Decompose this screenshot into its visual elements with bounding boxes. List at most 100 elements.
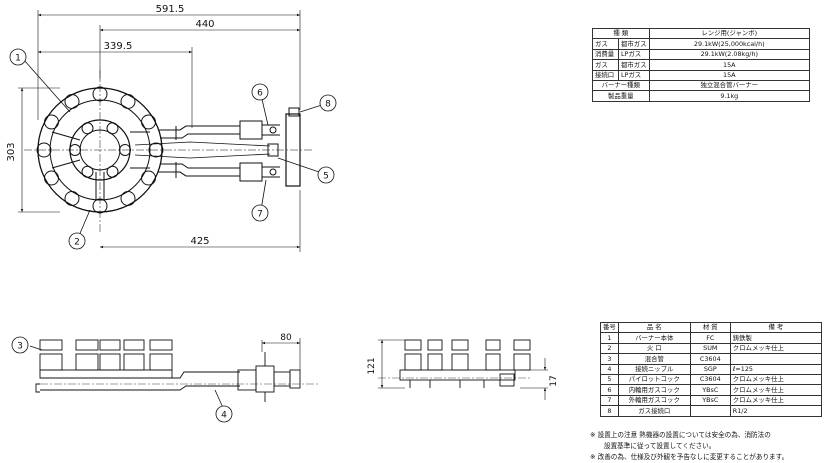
spec-row-type: 種 類 レンジ用(ジャンボ)	[592, 27, 811, 40]
spec-value: 29.1kW(2.08kg/h)	[648, 48, 811, 61]
callout-1: 1	[15, 54, 21, 64]
callout-2: 2	[74, 238, 80, 248]
part-remarks: クロムメッキ仕上	[729, 394, 823, 407]
spec-weight-label: 製品重量	[592, 90, 650, 102]
part-name: バーナー本体	[617, 332, 691, 344]
callout-4: 4	[221, 411, 227, 421]
spec-group: 接続口	[592, 69, 619, 81]
spec-type-label: 種 類	[592, 27, 650, 40]
dimension-121: 121	[367, 357, 377, 374]
part-no: 7	[600, 394, 619, 407]
part-no: 2	[600, 342, 619, 355]
spec-group: ガス	[592, 38, 619, 50]
callout-5: 5	[323, 172, 329, 182]
dimension-80: 80	[280, 333, 292, 343]
note-line: ※ 設置上の注意 熱機器の設置については安全の為、消防法の	[590, 431, 771, 439]
spec-row: 消費量 LPガス 29.1kW(2.08kg/h)	[592, 48, 811, 61]
part-name: ガス接続口	[617, 405, 691, 417]
parts-header-no: 番号	[600, 321, 619, 334]
part-remarks	[729, 353, 823, 365]
part-name: 内輪用ガスコック	[617, 384, 691, 396]
spec-burner-value: 独立混合管バーナー	[648, 79, 811, 92]
dimension-17: 17	[549, 375, 559, 386]
spec-value: 15A	[648, 69, 811, 81]
outer-burner-ports	[36, 86, 164, 214]
part-name: 外輪用ガスコック	[617, 394, 691, 407]
parts-header-name: 品 名	[617, 321, 691, 334]
part-remarks: クロムメッキ仕上	[729, 342, 823, 355]
side-view	[378, 339, 532, 388]
callout-labels: 1 2 3 4 5 6 7 8	[15, 54, 331, 421]
part-remarks: クロムメッキ仕上	[729, 384, 823, 396]
notes: ※ 設置上の注意 熱機器の設置については安全の為、消防法の 設置基準に従って設置…	[590, 430, 788, 463]
spec-group: ガス	[592, 59, 619, 71]
dimension-303: 303	[6, 142, 17, 161]
part-material: C3604	[689, 373, 731, 386]
part-remarks: クロムメッキ仕上	[729, 373, 823, 386]
spec-row: ガス 都市ガス 29.1kW(25,000kcal/h)	[592, 38, 811, 50]
top-view-dimension-labels: 591.5 440 339.5 303 425	[6, 4, 215, 247]
spec-weight-value: 9.1kg	[648, 90, 811, 102]
dimension-339-5: 339.5	[104, 41, 133, 52]
part-no: 1	[600, 332, 619, 344]
part-name: 混合管	[617, 353, 691, 365]
parts-header: 番号 品 名 材 質 備 考	[600, 321, 823, 334]
part-name: 火 口	[617, 342, 691, 355]
side-view-dimensions	[378, 339, 548, 400]
dimension-591-5: 591.5	[156, 4, 185, 15]
spec-row: 接続口 LPガス 15A	[592, 69, 811, 81]
front-view	[35, 339, 320, 402]
spec-sub: LPガス	[618, 48, 650, 61]
note-line: 設置基準に従って設置してください。	[604, 442, 716, 450]
callout-6: 6	[257, 89, 263, 99]
spec-burner-label: バーナー種類	[592, 79, 650, 92]
part-remarks: 鋳鉄製	[729, 332, 823, 344]
parts-header-remarks: 備 考	[729, 321, 823, 334]
part-no: 4	[600, 363, 619, 375]
note-line: ※ 改善の為、仕様及び外観を予告なしに変更することがあります。	[590, 453, 789, 461]
spec-sub: 都市ガス	[618, 59, 650, 71]
callout-8: 8	[325, 100, 331, 110]
part-material: SGP	[689, 363, 731, 375]
callout-3: 3	[17, 342, 23, 352]
part-no: 5	[600, 373, 619, 386]
part-remarks: R1/2	[729, 405, 823, 417]
spec-sub: 都市ガス	[618, 38, 650, 50]
spec-type-value: レンジ用(ジャンボ)	[648, 27, 811, 40]
part-material: SUM	[689, 342, 731, 355]
top-view	[24, 70, 312, 232]
spec-value: 29.1kW(25,000kcal/h)	[648, 38, 811, 50]
callouts	[9, 48, 337, 423]
spec-row-weight: 製品重量 9.1kg	[592, 90, 811, 102]
part-no: 6	[600, 384, 619, 396]
part-name: パイロットコック	[617, 373, 691, 386]
part-material: FC	[689, 332, 731, 344]
part-material: YBsC	[689, 384, 731, 396]
spec-row: ガス 都市ガス 15A	[592, 59, 811, 71]
part-remarks: ℓ=125	[729, 363, 823, 375]
part-name: 接続ニップル	[617, 363, 691, 375]
part-no: 3	[600, 353, 619, 365]
front-view-dimensions	[261, 338, 301, 370]
spec-value: 15A	[648, 59, 811, 71]
callout-7: 7	[257, 210, 263, 220]
part-material	[689, 405, 731, 417]
part-material: C3604	[689, 353, 731, 365]
spec-sub: LPガス	[618, 69, 650, 81]
inner-burner-ports	[69, 122, 131, 178]
parts-header-material: 材 質	[689, 321, 731, 334]
specification-table: 種 類 レンジ用(ジャンボ) ガス 都市ガス 29.1kW(25,000kcal…	[592, 27, 811, 102]
dimension-425: 425	[190, 236, 209, 247]
spec-row-burner: バーナー種類 独立混合管バーナー	[592, 79, 811, 92]
dimension-440: 440	[195, 19, 214, 30]
